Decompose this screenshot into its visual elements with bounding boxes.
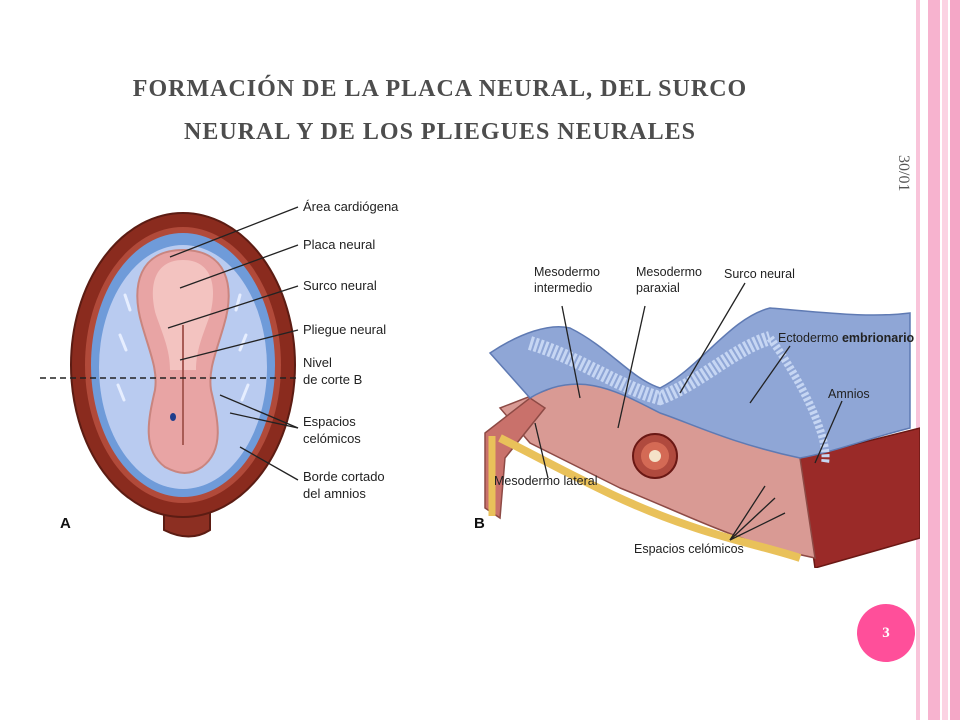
decor-stripe-2 xyxy=(928,0,940,720)
primitive-node xyxy=(170,413,176,421)
amnion-edge-cells xyxy=(766,335,830,464)
decor-stripe-3 xyxy=(942,0,948,720)
panel-label-b: B xyxy=(474,515,485,532)
label-area-cardiogena: Área cardiógena xyxy=(303,199,399,214)
decor-stripe-1 xyxy=(916,0,920,720)
slide-title-line-1: FORMACIÓN DE LA PLACA NEURAL, DEL SURCO xyxy=(132,76,748,102)
label-espacios-celomicos-b: Espacios celómicos xyxy=(634,542,744,556)
label-espacios-line-1: Espacios xyxy=(303,414,356,429)
label-borde-line-2: del amnios xyxy=(303,486,366,501)
ectoderm-surface xyxy=(488,307,911,459)
figure-a-leader-lines xyxy=(167,206,299,481)
label-ectodermo-1: Ectodermo xyxy=(778,331,838,345)
figure-a-neural-plate-dorsal-view: Área cardiógena Placa neural Surco neura… xyxy=(40,199,399,538)
endoderm-band xyxy=(498,434,802,562)
page-number-badge: 3 xyxy=(857,604,915,662)
label-espacios-line-2: celómicos xyxy=(303,431,361,446)
label-pliegue-neural: Pliegue neural xyxy=(303,322,386,337)
label-mesodermo-intermedio-1: Mesodermo xyxy=(534,265,600,279)
label-nivel-line-1: Nivel xyxy=(303,355,332,370)
figure-b-leader-lines xyxy=(534,282,843,541)
label-mesodermo-paraxial-2: paraxial xyxy=(636,281,680,295)
label-surco-neural-a: Surco neural xyxy=(303,278,377,293)
neural-plate-cells xyxy=(527,331,773,406)
label-placa-neural: Placa neural xyxy=(303,237,375,252)
label-ectodermo-embrionario: Ectodermo embrionario xyxy=(778,331,915,345)
label-mesodermo-paraxial-1: Mesodermo xyxy=(636,265,702,279)
figure-b-neural-plate-cross-section: Mesodermo intermedio Mesodermo paraxial … xyxy=(474,265,920,568)
neural-plate-highlight xyxy=(152,260,214,370)
label-mesodermo-lateral: Mesodermo lateral xyxy=(494,474,598,488)
label-nivel-line-2: de corte B xyxy=(303,372,362,387)
decor-stripe-4 xyxy=(950,0,960,720)
label-amnios: Amnios xyxy=(828,387,870,401)
coelomic-spaces-marks xyxy=(116,293,250,402)
label-borde-line-1: Borde cortado xyxy=(303,469,385,484)
label-surco-neural-b: Surco neural xyxy=(724,267,795,281)
slide-title-line-2: NEURAL Y DE LOS PLIEGUES NEURALES xyxy=(183,119,696,145)
slide-date: 30/01 xyxy=(895,155,912,192)
somite-rosette-center xyxy=(649,450,661,462)
slide-title: FORMACIÓN DE LA PLACA NEURAL, DEL SURCO … xyxy=(60,68,820,154)
label-ectodermo-2: embrionario xyxy=(842,331,915,345)
panel-label-a: A xyxy=(60,515,71,532)
label-mesodermo-intermedio-2: intermedio xyxy=(534,281,592,295)
